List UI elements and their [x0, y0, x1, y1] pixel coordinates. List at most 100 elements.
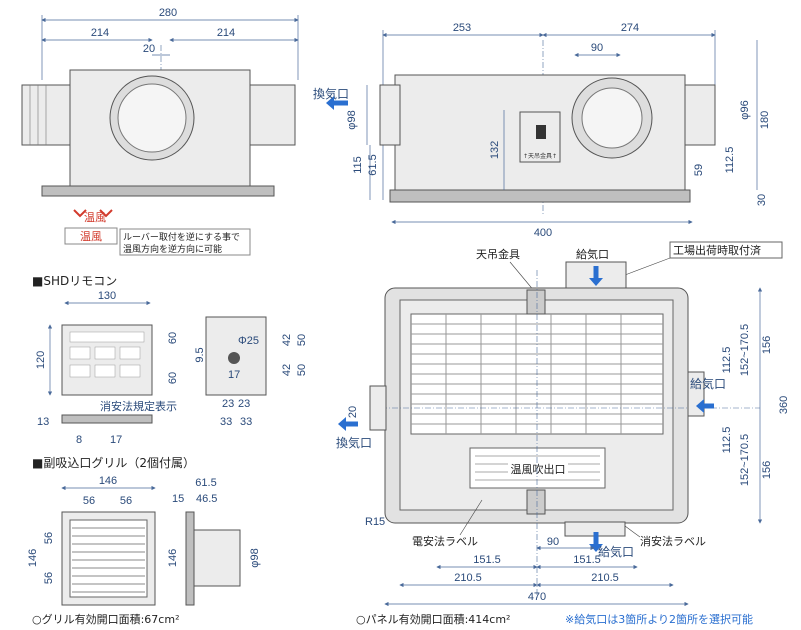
dim-60-b: 60: [167, 372, 179, 384]
dim-280: 280: [159, 7, 177, 19]
dim-112-5-a: 112.5: [721, 347, 733, 374]
dim-210-5-a: 210.5: [454, 572, 482, 584]
dim-156-a: 156: [761, 336, 773, 354]
dim-33-b: 33: [240, 416, 252, 428]
dim-214-left: 214: [91, 27, 109, 39]
warm-arrow-icon: [73, 209, 87, 218]
dim-r15: R15: [365, 516, 385, 528]
supply-label-right: 給気口: [690, 376, 726, 391]
dim-90: 90: [591, 42, 603, 54]
dim-152-170-b: 152~170.5: [739, 434, 751, 486]
dim-146-h: 146: [27, 549, 39, 567]
dim-56-h-a: 56: [43, 532, 55, 544]
dim-120: 120: [35, 351, 47, 369]
dim-50-a: 50: [296, 334, 308, 346]
exhaust-arrow-main-icon: [338, 417, 346, 431]
consumer-label-remote: 消安法規定表示: [100, 399, 177, 413]
warm-outlet-label: 温風吹出口: [511, 462, 566, 476]
dim-400: 400: [534, 227, 552, 239]
dim-56-b: 56: [120, 495, 132, 507]
dim-146-side: 146: [167, 549, 179, 567]
dim-151-5-a: 151.5: [473, 554, 501, 566]
dim-152-170-a: 152~170.5: [739, 324, 751, 376]
supply-arrow-right-icon: [696, 399, 704, 413]
consumer-label-main: 消安法ラベル: [640, 534, 706, 548]
dim-360: 360: [778, 396, 790, 414]
exhaust-label-side: 換気口: [313, 86, 349, 101]
remote-section: ■SHDリモコン 130 120 消安法規定表示 13 8 17 Φ25 60 …: [32, 274, 308, 446]
panel-side: [389, 189, 691, 203]
grille-section: ■副吸込口グリル（2個付属） 146 56 56 146 56 56 61.5 …: [27, 456, 261, 626]
dim-phi96: φ96: [739, 100, 751, 119]
warm-reverse-box: [64, 227, 118, 245]
factory-label: 工場出荷時取付済: [673, 243, 761, 257]
dim-132: 132: [489, 141, 501, 159]
panel-area-note: ○パネル有効開口面積:414cm²: [356, 612, 510, 626]
elec-label: 電安法ラベル: [412, 534, 478, 548]
dim-470: 470: [528, 591, 546, 603]
dim-23-a: 23: [222, 398, 234, 410]
supply-label-bottom: 給気口: [598, 544, 634, 559]
grille-heading: ■副吸込口グリル（2個付属）: [32, 456, 195, 470]
dim-61-5: 61.5: [367, 154, 379, 175]
dim-17-back: 17: [228, 369, 240, 381]
dim-9-5: 9.5: [194, 347, 206, 362]
dim-180: 180: [759, 111, 771, 129]
dim-20: 20: [143, 43, 155, 55]
exhaust-duct-left: [369, 385, 387, 431]
grille-area-note: ○グリル有効開口面積:67cm²: [32, 612, 179, 626]
dim-253: 253: [453, 22, 471, 34]
grille-side-flange: [185, 511, 195, 606]
grille-side-duct: [193, 529, 241, 587]
dim-112-5-side: 112.5: [724, 147, 736, 174]
dim-156-b: 156: [761, 461, 773, 479]
hanger-bracket-top: [526, 289, 546, 315]
dim-phi98-side: φ98: [346, 110, 358, 129]
dim-17: 17: [110, 434, 122, 446]
dim-phi98-grille: φ98: [249, 548, 261, 567]
dim-59: 59: [693, 164, 705, 176]
louver-note-1: ルーバー取付を逆にする事で: [123, 231, 240, 243]
louver-note-2: 温風方向を逆方向に可能: [123, 243, 222, 255]
main-view: 天吊金具 給気口 工場出荷時取付済 温風吹出口: [336, 241, 790, 626]
dim-115: 115: [352, 156, 364, 174]
dim-20-main: 20: [347, 406, 359, 418]
supply-label-top: 給気口: [576, 247, 609, 261]
dim-23-b: 23: [238, 398, 250, 410]
dim-phi25: Φ25: [238, 335, 259, 347]
hanger-side-label: ↑天吊金具↑: [523, 152, 557, 160]
dim-30: 30: [756, 194, 768, 206]
dim-46-5: 46.5: [196, 493, 217, 505]
side-view: 253 274 90 ↑天吊金具↑ 換気口 φ98 115 61.5 132 φ…: [313, 22, 771, 239]
remote-heading: ■SHDリモコン: [32, 274, 117, 288]
dim-151-5-b: 151.5: [573, 554, 601, 566]
dim-8: 8: [76, 434, 82, 446]
supply-select-note: ※給気口は3箇所より2箇所を選択可能: [565, 612, 753, 626]
panel-front: [41, 185, 275, 197]
dim-56-h-b: 56: [43, 572, 55, 584]
warm-label-2: 温風: [80, 230, 102, 243]
dim-15: 15: [172, 493, 184, 505]
dim-210-5-b: 210.5: [591, 572, 619, 584]
dim-50-b: 50: [296, 364, 308, 376]
dim-56-a: 56: [83, 495, 95, 507]
dim-214-right: 214: [217, 27, 235, 39]
dim-60-a: 60: [167, 332, 179, 344]
remote-side: [61, 414, 153, 424]
dim-146-w: 146: [99, 475, 117, 487]
hanger-label-main: 天吊金具: [476, 247, 520, 261]
dim-33-a: 33: [220, 416, 232, 428]
dim-90-main: 90: [547, 536, 559, 548]
grille-slats: [72, 527, 145, 593]
dim-130: 130: [98, 290, 116, 302]
front-view: 280 214 214 20 温風 温風 ルーバー取付を逆にする事で 温風方向を…: [21, 7, 299, 256]
wire-hole-icon: [228, 352, 240, 364]
supply-arrow-top-icon: [589, 278, 603, 286]
hanger-bracket-bottom: [526, 489, 546, 515]
exhaust-label-main: 換気口: [336, 435, 372, 450]
duct-right: [249, 84, 296, 146]
dim-112-5-b: 112.5: [721, 427, 733, 454]
warm-label-1: 温風: [84, 211, 106, 224]
